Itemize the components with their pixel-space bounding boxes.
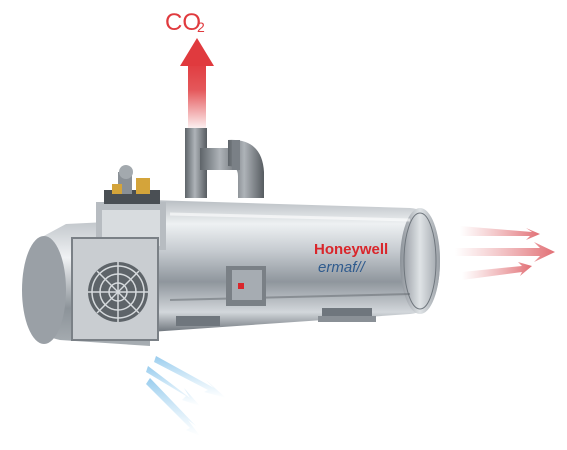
flue-pipe <box>185 128 264 198</box>
fan-grille-icon <box>71 237 159 341</box>
heater-body <box>150 200 440 332</box>
brand-sub-text: ermaf// <box>318 259 367 276</box>
control-box <box>226 266 266 306</box>
co2-label: CO 2 <box>165 9 205 36</box>
brand-logo: Honeywell ermaf// <box>314 241 388 276</box>
exhaust-arrow-icon <box>180 38 214 132</box>
support-feet <box>176 308 376 326</box>
cold-air-arrows-icon <box>146 356 226 436</box>
top-fittings <box>104 165 160 204</box>
co2-main-text: CO <box>165 9 201 36</box>
hot-air-arrows-icon <box>455 226 555 280</box>
brand-name-text: Honeywell <box>314 241 388 258</box>
co2-subscript-text: 2 <box>197 19 205 35</box>
